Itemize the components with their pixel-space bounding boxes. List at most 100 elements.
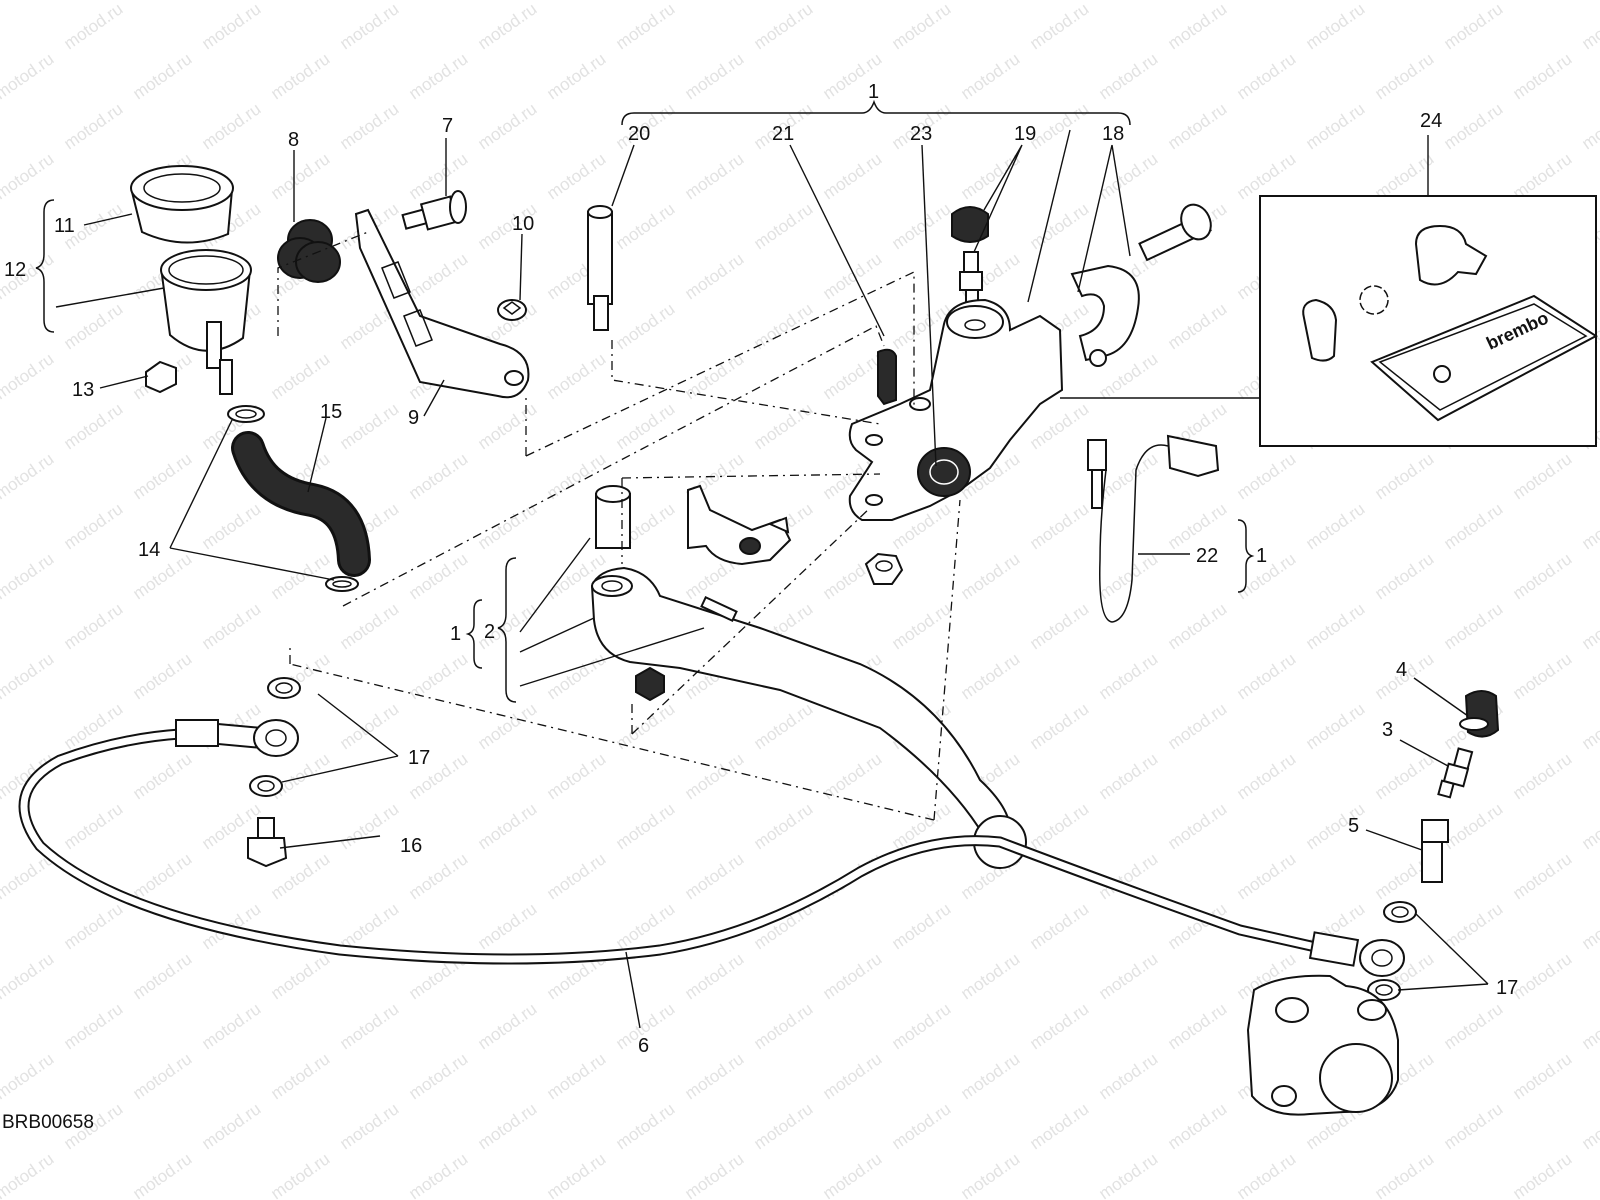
watermark-text: motod.ru: [1578, 1099, 1600, 1153]
callout-22: 22: [1196, 545, 1218, 567]
watermark-text: motod.ru: [1026, 699, 1092, 753]
watermark-text: motod.ru: [1578, 499, 1600, 553]
lever-knob: [635, 666, 665, 702]
watermark-text: motod.ru: [612, 699, 678, 753]
fluid-reservoir: [160, 249, 252, 395]
callout-4: 4: [1396, 659, 1407, 681]
watermark-text: motod.ru: [957, 1149, 1023, 1200]
watermark-text: motod.ru: [267, 749, 333, 803]
watermark-text: motod.ru: [405, 1149, 471, 1200]
watermark-text: motod.ru: [60, 0, 126, 53]
watermark-text: motod.ru: [405, 449, 471, 503]
watermark-text: motod.ru: [1233, 449, 1299, 503]
watermark-text: motod.ru: [1164, 99, 1230, 153]
watermark-text: motod.ru: [819, 1049, 885, 1103]
watermark-text: motod.ru: [1440, 899, 1506, 953]
watermark-text: motod.ru: [1371, 0, 1437, 3]
reservoir-hose: [231, 431, 371, 577]
watermark-text: motod.ru: [267, 1049, 333, 1103]
watermark-text: motod.ru: [681, 149, 747, 203]
watermark-text: motod.ru: [1095, 1149, 1161, 1200]
watermark-text: motod.ru: [957, 0, 1023, 3]
watermark-text: motod.ru: [1440, 499, 1506, 553]
watermark-text: motod.ru: [60, 399, 126, 453]
watermark-text: motod.ru: [1509, 1149, 1575, 1200]
watermark-text: motod.ru: [957, 149, 1023, 203]
watermark-text: motod.ru: [1509, 49, 1575, 103]
watermark-text: motod.ru: [681, 949, 747, 1003]
banjo-fitting-upper: [217, 719, 299, 757]
watermark-text: motod.ru: [474, 999, 540, 1053]
watermark-text: motod.ru: [1578, 899, 1600, 953]
callout-14: 14: [138, 539, 160, 561]
watermark-text: motod.ru: [1026, 999, 1092, 1053]
watermark-text: motod.ru: [405, 649, 471, 703]
watermark-text: motod.ru: [267, 549, 333, 603]
watermark-text: motod.ru: [1233, 1149, 1299, 1200]
watermark-text: motod.ru: [750, 799, 816, 853]
watermark-text: motod.ru: [474, 899, 540, 953]
watermark-text: motod.ru: [1440, 99, 1506, 153]
watermark-text: motod.ru: [0, 49, 57, 103]
watermark-text: motod.ru: [681, 0, 747, 3]
watermark-text: motod.ru: [750, 199, 816, 253]
watermark-text: motod.ru: [1578, 0, 1600, 53]
callout-23: 23: [910, 123, 932, 145]
callout-15: 15: [320, 401, 342, 423]
watermark-text: motod.ru: [1440, 599, 1506, 653]
watermark-text: motod.ru: [681, 1149, 747, 1200]
watermark-text: motod.ru: [60, 499, 126, 553]
watermark-text: motod.ru: [543, 749, 609, 803]
callout-8: 8: [288, 129, 299, 151]
watermark-text: motod.ru: [0, 1049, 57, 1103]
watermark-text: motod.ru: [681, 1049, 747, 1103]
watermark-text: motod.ru: [1095, 749, 1161, 803]
watermark-text: motod.ru: [1095, 49, 1161, 103]
reservoir-screw: [145, 360, 177, 394]
watermark-text: motod.ru: [1095, 549, 1161, 603]
watermark-text: motod.ru: [888, 599, 954, 653]
callout-10: 10: [512, 213, 534, 235]
watermark-text: motod.ru: [888, 999, 954, 1053]
watermark-text: motod.ru: [750, 0, 816, 53]
watermark-text: motod.ru: [60, 799, 126, 853]
watermark-text: motod.ru: [819, 349, 885, 403]
watermark-text: motod.ru: [198, 999, 264, 1053]
watermark-text: motod.ru: [612, 799, 678, 853]
watermark-text: motod.ru: [957, 949, 1023, 1003]
watermark-text: motod.ru: [0, 0, 57, 3]
watermark-text: motod.ru: [1509, 0, 1575, 3]
watermark-text: motod.ru: [60, 599, 126, 653]
master-cylinder-body: [848, 298, 1064, 521]
watermark-text: motod.ru: [750, 699, 816, 753]
watermark-text: motod.ru: [1026, 1099, 1092, 1153]
watermark-text: motod.ru: [819, 0, 885, 3]
callout-3: 3: [1382, 719, 1393, 741]
watermark-text: motod.ru: [1578, 599, 1600, 653]
watermark-text: motod.ru: [888, 1099, 954, 1153]
watermark-text: motod.ru: [474, 399, 540, 453]
watermark-text: motod.ru: [129, 0, 195, 3]
watermark-text: motod.ru: [129, 1049, 195, 1103]
diagram-code: BRB00658: [2, 1112, 94, 1133]
watermark-text: motod.ru: [1164, 999, 1230, 1053]
watermark-text: motod.ru: [543, 349, 609, 403]
callout-1-lever: 1: [450, 623, 461, 645]
watermark-text: motod.ru: [543, 1149, 609, 1200]
watermark-text: motod.ru: [198, 599, 264, 653]
watermark-text: motod.ru: [1302, 599, 1368, 653]
callout-1: 1: [868, 81, 879, 103]
rubber-grommet: [277, 219, 341, 283]
watermark-text: motod.ru: [336, 699, 402, 753]
assembly-lines: [277, 231, 961, 821]
watermark-text: motod.ru: [612, 1099, 678, 1153]
watermark-text: motod.ru: [198, 99, 264, 153]
cap-screw-10: [497, 299, 527, 321]
callout-5: 5: [1348, 815, 1359, 837]
lever-bushing: [595, 485, 631, 549]
watermark-text: motod.ru: [336, 0, 402, 53]
watermark-text: motod.ru: [750, 399, 816, 453]
watermark-text: motod.ru: [405, 0, 471, 3]
leader-lines: [55, 129, 1489, 1029]
watermark-text: motod.ru: [129, 849, 195, 903]
